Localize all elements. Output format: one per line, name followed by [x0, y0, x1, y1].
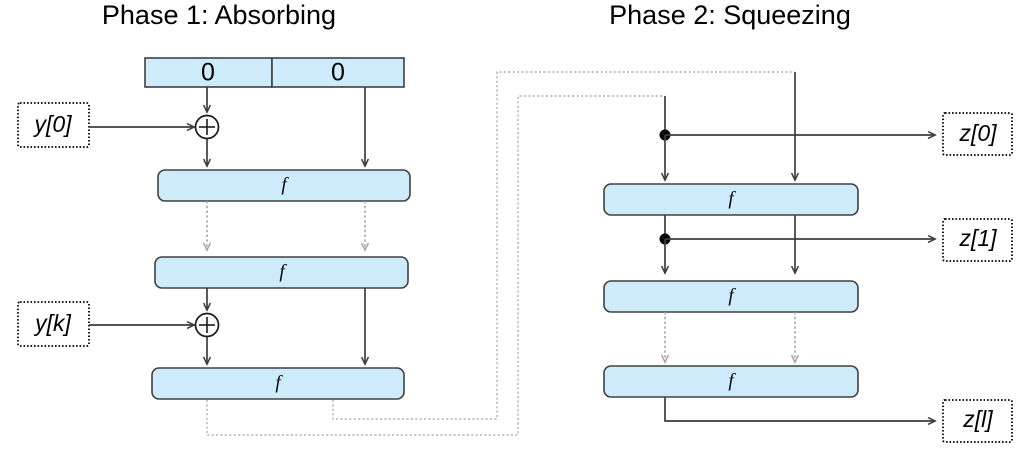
state-cell-capacity-label: 0 [331, 59, 345, 87]
input-y0-label: y[0] [32, 111, 72, 137]
xor-node-0 [194, 114, 220, 140]
output-zl: z[l] [942, 399, 1013, 443]
state-cell-rate-label: 0 [201, 59, 215, 87]
feedback-path-outer [206, 95, 665, 436]
output-z1-box [942, 218, 1013, 262]
input-yk-box [17, 301, 90, 347]
p1-f1-label: f [281, 174, 289, 195]
output-z0-label: z[0] [958, 120, 997, 146]
output-z0-box [942, 112, 1013, 156]
p2-f-block-2: f [603, 280, 859, 313]
p1-f2-rect [154, 256, 409, 289]
output-zl-label: z[l] [962, 406, 993, 432]
p2-f-block-3: f [603, 365, 859, 398]
p2-f3-label: f [728, 370, 736, 391]
output-zl-box [942, 399, 1013, 443]
p2-f1-rect [603, 183, 859, 216]
p1-f-block-3: f [151, 367, 405, 400]
state-cell-rate [144, 57, 273, 88]
p1-f3-label: f [275, 372, 283, 393]
phase2-title: Phase 2: Squeezing [609, 0, 851, 30]
p1-f3-rect [151, 367, 405, 400]
state-register: 0 0 [144, 57, 405, 88]
input-yk-label: y[k] [33, 310, 71, 336]
input-yk: y[k] [17, 301, 90, 347]
p1-f-block-2: f [154, 256, 409, 289]
feedback-path-inner [332, 71, 795, 420]
p2-f1-label: f [728, 188, 736, 209]
output-z1-label: z[1] [958, 225, 997, 251]
wire-tap-zl [664, 397, 935, 421]
phase1-title: Phase 1: Absorbing [102, 0, 336, 30]
state-cell-capacity [271, 57, 405, 88]
p2-f2-label: f [728, 285, 736, 306]
xor-node-k [194, 312, 220, 338]
input-y0-box [17, 102, 90, 148]
p2-f2-rect [603, 280, 859, 313]
output-z0: z[0] [942, 112, 1013, 156]
p2-f-block-1: f [603, 183, 859, 216]
p1-f2-label: f [279, 261, 287, 282]
output-z1: z[1] [942, 218, 1013, 262]
input-y0: y[0] [17, 102, 90, 148]
p1-f-block-1: f [157, 169, 411, 202]
p2-f3-rect [603, 365, 859, 398]
p1-f1-rect [157, 169, 411, 202]
